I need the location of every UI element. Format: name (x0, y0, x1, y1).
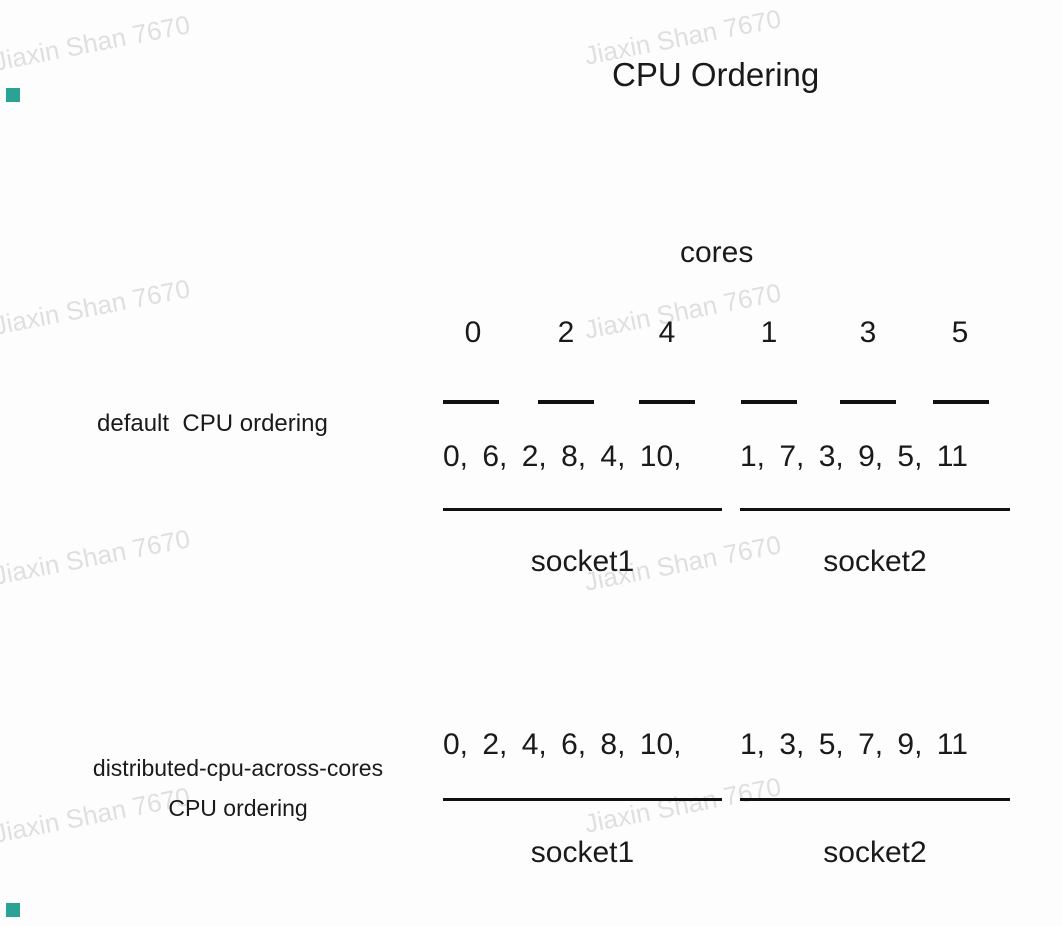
default-socket2-values: 1, 7, 3, 9, 5, 11 (740, 440, 968, 473)
core-dash (538, 400, 594, 404)
core-number-5: 5 (951, 316, 969, 349)
socket2-label: socket2 (823, 836, 927, 869)
distributed-socket2-values: 1, 3, 5, 7, 9, 11 (740, 728, 968, 761)
core-dash (840, 400, 896, 404)
distributed-socket1-values: 0, 2, 4, 6, 8, 10, (443, 728, 682, 761)
distributed-ordering-label-line1: distributed-cpu-across-cores (92, 755, 384, 781)
distributed-ordering-label-line2: CPU ordering (168, 795, 308, 821)
default-socket1-values: 0, 6, 2, 8, 4, 10, (443, 440, 682, 473)
core-number-2: 2 (557, 316, 575, 349)
watermark: Jiaxin Shan 7670 (0, 9, 193, 77)
socket1-label: socket1 (530, 836, 635, 869)
diagram-title: CPU Ordering (612, 56, 820, 93)
watermark: Jiaxin Shan 7670 (581, 771, 784, 839)
default-ordering-label: default CPU ordering (97, 410, 328, 437)
cores-label: cores (680, 236, 754, 269)
distributed-ordering-label: distributed-cpu-across-cores CPU orderin… (40, 748, 436, 828)
socket2-underline (740, 508, 1010, 511)
core-number-3: 3 (859, 316, 877, 349)
teal-square-top (6, 88, 20, 102)
watermark: Jiaxin Shan 7670 (0, 273, 193, 341)
socket1-label: socket1 (530, 545, 635, 578)
socket2-label: socket2 (823, 545, 927, 578)
socket1-underline (443, 508, 722, 511)
core-number-1: 1 (760, 316, 778, 349)
core-number-0: 0 (464, 316, 482, 349)
socket1-underline (443, 798, 722, 801)
socket2-underline (740, 798, 1010, 801)
core-number-4: 4 (658, 316, 676, 349)
core-dash (933, 400, 989, 404)
teal-square-bottom (6, 903, 20, 917)
watermark: Jiaxin Shan 7670 (0, 523, 193, 591)
core-dash (741, 400, 797, 404)
core-dash (443, 400, 499, 404)
core-dash (639, 400, 695, 404)
